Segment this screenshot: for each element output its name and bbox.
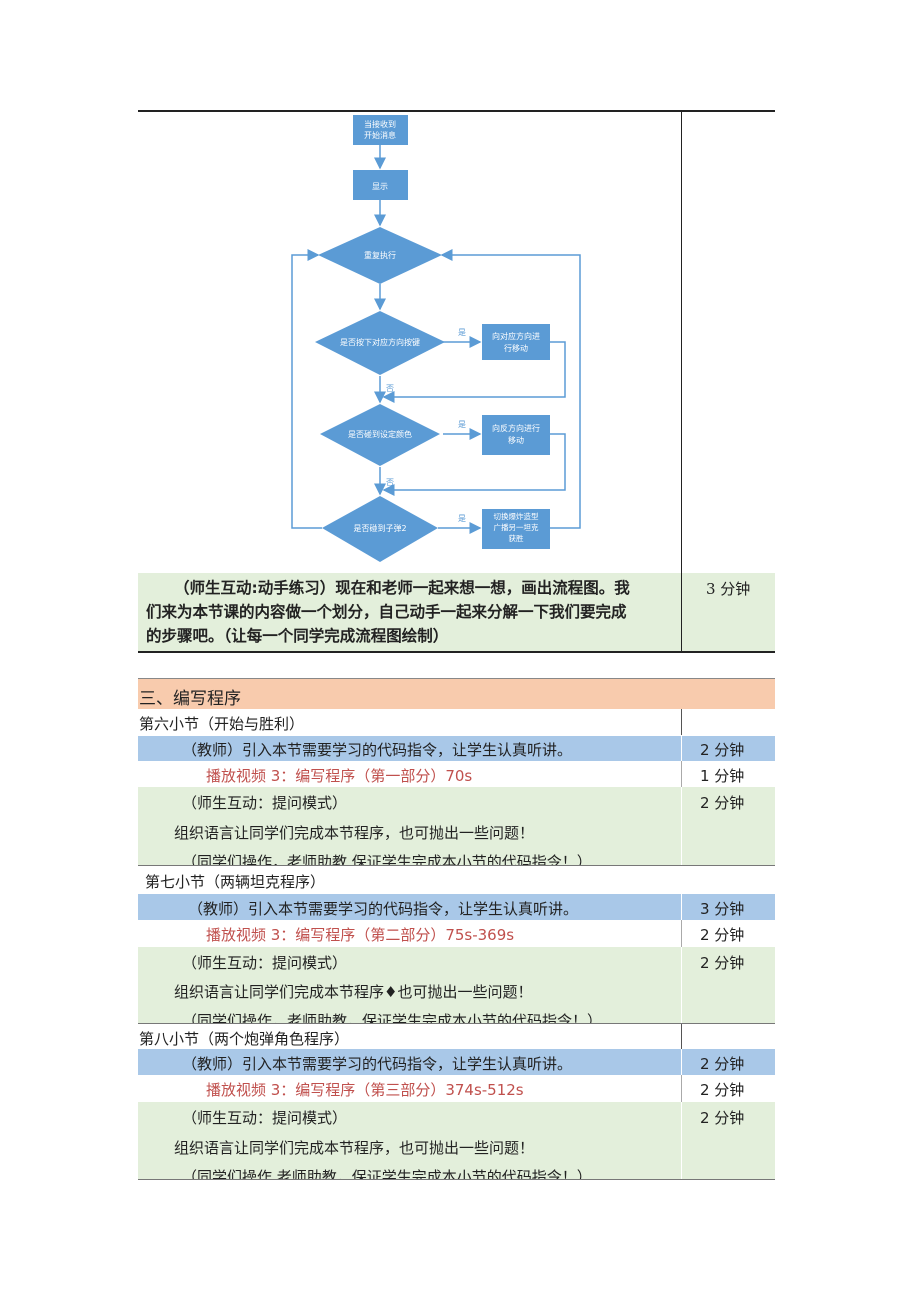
flow-yes-2: 是 [458,420,466,429]
block-1-video-divider [681,761,682,787]
block-3-teacher-divider [681,1049,682,1075]
block-2-teacher-row [138,894,775,920]
block-3-video-time: 2 分钟 [700,1081,745,1099]
block-2-teacher-divider [681,894,682,920]
block-3-interact-time: 2 分钟 [700,1109,745,1127]
flow-no-1: 否 [386,384,394,393]
block-1-operate: （同学们操作，老师助教,保证学生完成本小节的代码指令！） [182,853,592,865]
flow-decision-3 [322,496,438,562]
flow-repeat-diamond [318,227,442,284]
block-2-interact-divider [681,947,682,1023]
flowchart: 当接收到 开始消息 显示 重复执行 是否按下对应方向按键 向对应方向进 行移动 … [291,115,581,562]
block-3-operate: （同学们操作,老师助教，保证学生完成本小节的代码指令！） [182,1168,592,1179]
flow-action-3-line3: 获胜 [509,533,524,543]
block-1-interact-time: 2 分钟 [700,794,745,812]
block-3-heading: 第八小节（两个炮弹角色程序） [139,1030,350,1048]
block-2-heading: 第七小节（两辆坦克程序） [145,873,326,891]
block-2-video: 播放视频 3：编写程序（第二部分）75s-369s [206,926,515,944]
flow-action-1-line1: 向对应方向进 [492,331,540,341]
block-3-teacher: （教师）引入本节需要学习的代码指令，让学生认真听讲。 [182,1055,573,1073]
block-3-interact: （师生互动：提问模式） [182,1109,348,1127]
block-3-organize: 组织语言让同学们完成本节程序，也可抛出一些问题！ [174,1139,535,1157]
block-3-video-divider [681,1075,682,1102]
column-divider [681,110,682,652]
block-1-bottom [138,865,775,866]
interaction-row [138,573,775,651]
section-header [138,678,775,709]
flow-action-3-line1: 切换爆炸造型 [494,511,539,521]
flow-show-box [353,170,408,200]
heading-row-1-divider [681,709,682,735]
block-1-interact-divider [681,787,682,865]
block-1-interact: （师生互动：提问模式） [182,794,348,812]
block-1-interact-row: （师生互动：提问模式） 组织语言让同学们完成本节程序，也可抛出一些问题！ （同学… [138,787,775,865]
flow-action-2 [482,415,550,455]
interaction-line-1: （师生互动:动手练习）现在和老师一起来想一想，画出流程图。我 [174,579,630,597]
flow-action-1 [482,324,550,360]
block-2-video-divider [681,920,682,947]
block-3-interact-row: （师生互动：提问模式） 组织语言让同学们完成本节程序，也可抛出一些问题！ （同学… [138,1102,775,1179]
interaction-time: 3 分钟 [706,580,751,598]
block-2-interact-time: 2 分钟 [700,954,745,972]
block-1-video: 播放视频 3：编写程序（第一部分）70s [206,767,473,785]
flow-decision-3-label: 是否碰到子弹2 [353,523,406,533]
flow-start-line2: 开始消息 [364,130,396,140]
flow-decision-2 [320,404,440,466]
top-table-border [138,110,775,112]
flow-action-2-line2: 移动 [508,435,524,445]
block-1-teacher-row [138,736,775,761]
flow-show-label: 显示 [372,182,388,191]
flow-action-3-line2: 广播另一坦克 [494,522,539,532]
block-2-teacher-time: 3 分钟 [700,900,745,918]
block-2-organize: 组织语言让同学们完成本节程序♦也可抛出一些问题！ [174,983,533,1001]
flow-action-3 [482,509,550,549]
flow-start-box [353,115,408,145]
flow-action-2-line1: 向反方向进行 [492,423,540,433]
flow-no-2: 否 [386,478,394,487]
block-1-teacher: （教师）引入本节需要学习的代码指令，让学生认真听讲。 [182,741,573,759]
block-1-organize: 组织语言让同学们完成本节程序，也可抛出一些问题！ [174,824,535,842]
flow-decision-1-label: 是否按下对应方向按键 [340,337,420,347]
flow-action-1-line2: 行移动 [504,343,528,353]
block-1-teacher-divider [681,736,682,761]
top-table-bottom-border [138,651,775,653]
block-3-teacher-row [138,1049,775,1075]
block-2-bottom [138,1023,775,1024]
block-2-teacher: （教师）引入本节需要学习的代码指令，让学生认真听讲。 [188,900,579,918]
interaction-line-2: 们来为本节课的内容做一个划分，自己动手一起来分解一下我们要完成 [146,603,627,621]
block-3-interact-divider [681,1102,682,1179]
block-3-teacher-time: 2 分钟 [700,1055,745,1073]
block-2-interact-row: （师生互动：提问模式） 组织语言让同学们完成本节程序♦也可抛出一些问题！ （同学… [138,947,775,1023]
block-1-video-time: 1 分钟 [700,767,745,785]
heading-row-3-divider [681,1024,682,1049]
column-divider-lower [681,573,682,651]
block-2-interact: （师生互动：提问模式） [182,954,348,972]
flow-yes-3: 是 [458,514,466,523]
flow-start-line1: 当接收到 [364,119,396,129]
section-title: 三、编写程序 [139,689,241,709]
interaction-line-3: 的步骤吧。（让每一个同学完成流程图绘制） [146,627,449,645]
flow-decision-1 [315,311,445,375]
block-2-operate: （同学们操作，老师助教，保证学生完成本小节的代码指令！） [182,1012,603,1023]
flow-yes-1: 是 [458,328,466,337]
block-3-bottom [138,1179,775,1180]
block-3-video: 播放视频 3：编写程序（第三部分）374s-512s [206,1081,524,1099]
flow-decision-2-label: 是否碰到设定颜色 [348,429,412,439]
block-1-heading: 第六小节（开始与胜利） [139,715,305,733]
flow-repeat-label: 重复执行 [364,250,396,260]
block-2-video-time: 2 分钟 [700,926,745,944]
block-1-teacher-time: 2 分钟 [700,741,745,759]
